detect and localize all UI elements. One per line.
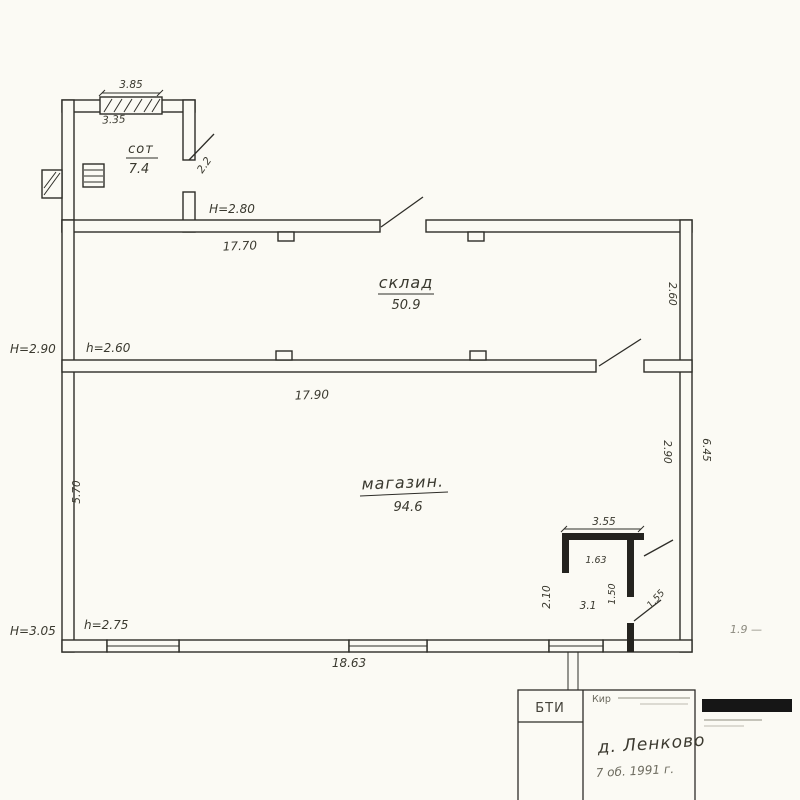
partition-vertical-lower (627, 623, 634, 652)
back-room-partitions (562, 533, 674, 652)
dim-backroom-small: 1.63 (585, 555, 606, 566)
height-note-upper: Н=2.90 (10, 342, 56, 356)
dim-backroom-top: 3.55 (592, 516, 616, 528)
dim-magazin-right-inner: 2.90 (661, 440, 673, 464)
annex-dim-line (98, 89, 164, 97)
dim-backroom-area: 3.1 (580, 600, 597, 612)
title-block: БТИ Кир д. Ленково 7 об. 1991 г. (517, 652, 792, 800)
dim-backroom-inner-v: 1.50 (607, 583, 618, 604)
back-room-door-leaf-2 (633, 599, 662, 622)
annex-left-wall (61, 99, 75, 233)
room-area-magazin: 94.6 (394, 500, 423, 515)
meter-box-icon (41, 169, 63, 199)
redaction-bar (702, 699, 792, 712)
room-label-sklad: склад (379, 273, 434, 292)
height-note-annex: Н=2.80 (209, 202, 255, 216)
partition-stub (562, 533, 569, 573)
dim-magazin-right-outer: 6.45 (700, 438, 712, 462)
dividing-wall (61, 338, 693, 373)
pilasters (275, 231, 487, 361)
dim-bottom-total: 18.63 (332, 656, 366, 670)
dim-sklad-width: 17.70 (222, 238, 257, 253)
room-label-annex: сот (128, 142, 154, 157)
partition-horizontal (562, 533, 644, 540)
bottom-wall-seg3 (426, 639, 550, 653)
dividing-door-leaf (598, 338, 642, 367)
dim-annex-inner: 3.35 (102, 113, 126, 126)
dim-sklad-right: 2.60 (666, 282, 678, 306)
height-note-lower: Н=3.05 (10, 624, 56, 638)
top-door-leaf (380, 196, 424, 228)
ceiling-note-lower: h=2.75 (84, 618, 128, 632)
bottom-wall-seg1 (61, 639, 108, 653)
dim-magazin-width: 17.90 (294, 387, 329, 402)
stove-icon (82, 163, 105, 188)
right-wall (679, 219, 693, 653)
room-area-annex: 7.4 (129, 162, 150, 177)
dividing-wall-left-segment (61, 359, 597, 373)
dividing-wall-right-segment (643, 359, 693, 373)
room-label-magazin-bar (359, 491, 449, 497)
title-block-org: БТИ (535, 701, 565, 716)
partition-vertical-upper (627, 533, 634, 597)
room-area-sklad: 50.9 (392, 298, 421, 313)
top-wall-left-segment (61, 219, 381, 233)
window-symbol-3 (548, 639, 604, 653)
date-handwriting: 7 об. 1991 г. (595, 762, 674, 780)
bottom-wall-seg2 (178, 639, 350, 653)
annex-window-symbol (99, 96, 163, 115)
bottom-wall-seg4 (602, 639, 693, 653)
back-room-dim-line (560, 525, 645, 533)
margin-note: 1.9 — (730, 623, 762, 636)
room-label-magazin: магазин. (361, 472, 444, 494)
window-symbol-1 (106, 639, 180, 653)
top-wall-right-segment (425, 219, 693, 233)
annex-right-wall-upper (182, 99, 196, 161)
dim-backroom-left-v: 2.10 (541, 585, 553, 609)
dim-annex-top: 3.85 (119, 79, 143, 91)
dim-magazin-left: 5.70 (71, 480, 83, 504)
left-wall (61, 219, 75, 653)
title-block-frame (517, 689, 696, 800)
ceiling-note-upper: h=2.60 (86, 341, 131, 355)
window-symbol-2 (348, 639, 428, 653)
back-room-door-leaf-1 (643, 539, 674, 557)
annex-door-leaf (188, 133, 215, 161)
stamp-text: Кир (592, 694, 611, 705)
main-walls (61, 196, 693, 653)
